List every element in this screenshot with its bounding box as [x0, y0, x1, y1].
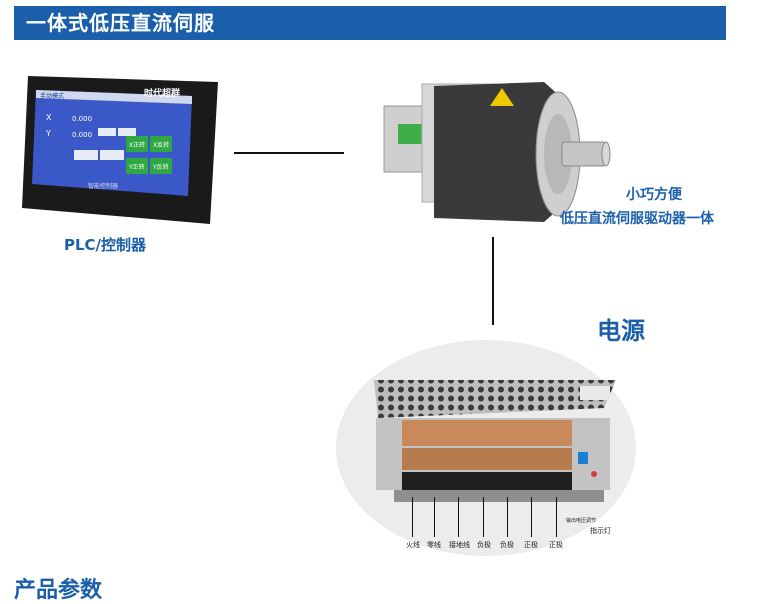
hmi-btn-x-reverse — [150, 136, 172, 152]
hmi-screen-title: 手动模式 — [40, 92, 64, 100]
connector-servo-power — [492, 237, 494, 325]
svg-text:Y反转: Y反转 — [152, 163, 169, 171]
hmi-btn-y-reverse — [150, 158, 172, 174]
hmi-axis-y: Y — [45, 129, 51, 138]
voltage-adjust-label: 输出电压调节 — [566, 518, 597, 524]
hmi-brand: 时代超群 — [144, 87, 180, 99]
power-supply-image — [336, 340, 636, 556]
plc-controller-label: PLC/控制器 — [64, 236, 147, 254]
svg-text:X正转: X正转 — [129, 141, 145, 149]
terminal-label-neg-2: 负极 — [500, 541, 514, 549]
hmi-value-y: 0.000 — [72, 131, 92, 139]
hmi-btn-y-forward — [126, 158, 148, 174]
header-bar: 一体式低压直流伺服 — [14, 6, 726, 40]
power-supply-label: 电源 — [597, 317, 645, 345]
indicator-light-label: 指示灯 — [590, 527, 611, 535]
svg-text:Y正转: Y正转 — [128, 163, 145, 171]
bottom-section-title: 产品参数 — [14, 578, 103, 603]
hmi-value-x: 0.000 — [72, 115, 92, 123]
leader-neutral — [434, 497, 435, 537]
leader-pos-1 — [531, 497, 532, 537]
terminal-label-neutral: 零线 — [427, 541, 441, 549]
servo-caption-line2: 低压直流伺服驱动器一体 — [560, 211, 714, 227]
page-title: 一体式低压直流伺服 — [26, 11, 215, 35]
leader-ground — [458, 497, 459, 537]
svg-text:X反转: X反转 — [153, 141, 169, 149]
servo-motor-image — [383, 82, 611, 222]
leader-pos-2 — [556, 497, 557, 537]
terminal-label-pos-2: 正极 — [549, 541, 563, 549]
leader-neg-2 — [507, 497, 508, 537]
terminal-label-live: 火线 — [406, 541, 420, 549]
hmi-axis-x: X — [46, 113, 52, 122]
hmi-controller-image: 手动模式 时代超群 X 0.000 Y 0.000 X正转 X反转 Y正转 Y反… — [22, 76, 218, 224]
servo-caption-line1: 小巧方便 — [626, 187, 682, 203]
terminal-label-ground: 接地线 — [449, 541, 470, 549]
connector-hmi-servo — [234, 152, 344, 154]
terminal-label-pos-1: 正极 — [524, 541, 538, 549]
terminal-label-neg-1: 负极 — [477, 541, 491, 549]
leader-neg-1 — [483, 497, 484, 537]
leader-live — [412, 497, 413, 537]
hmi-footer: 智能控制器 — [88, 182, 118, 190]
hmi-btn-x-forward — [126, 136, 148, 152]
